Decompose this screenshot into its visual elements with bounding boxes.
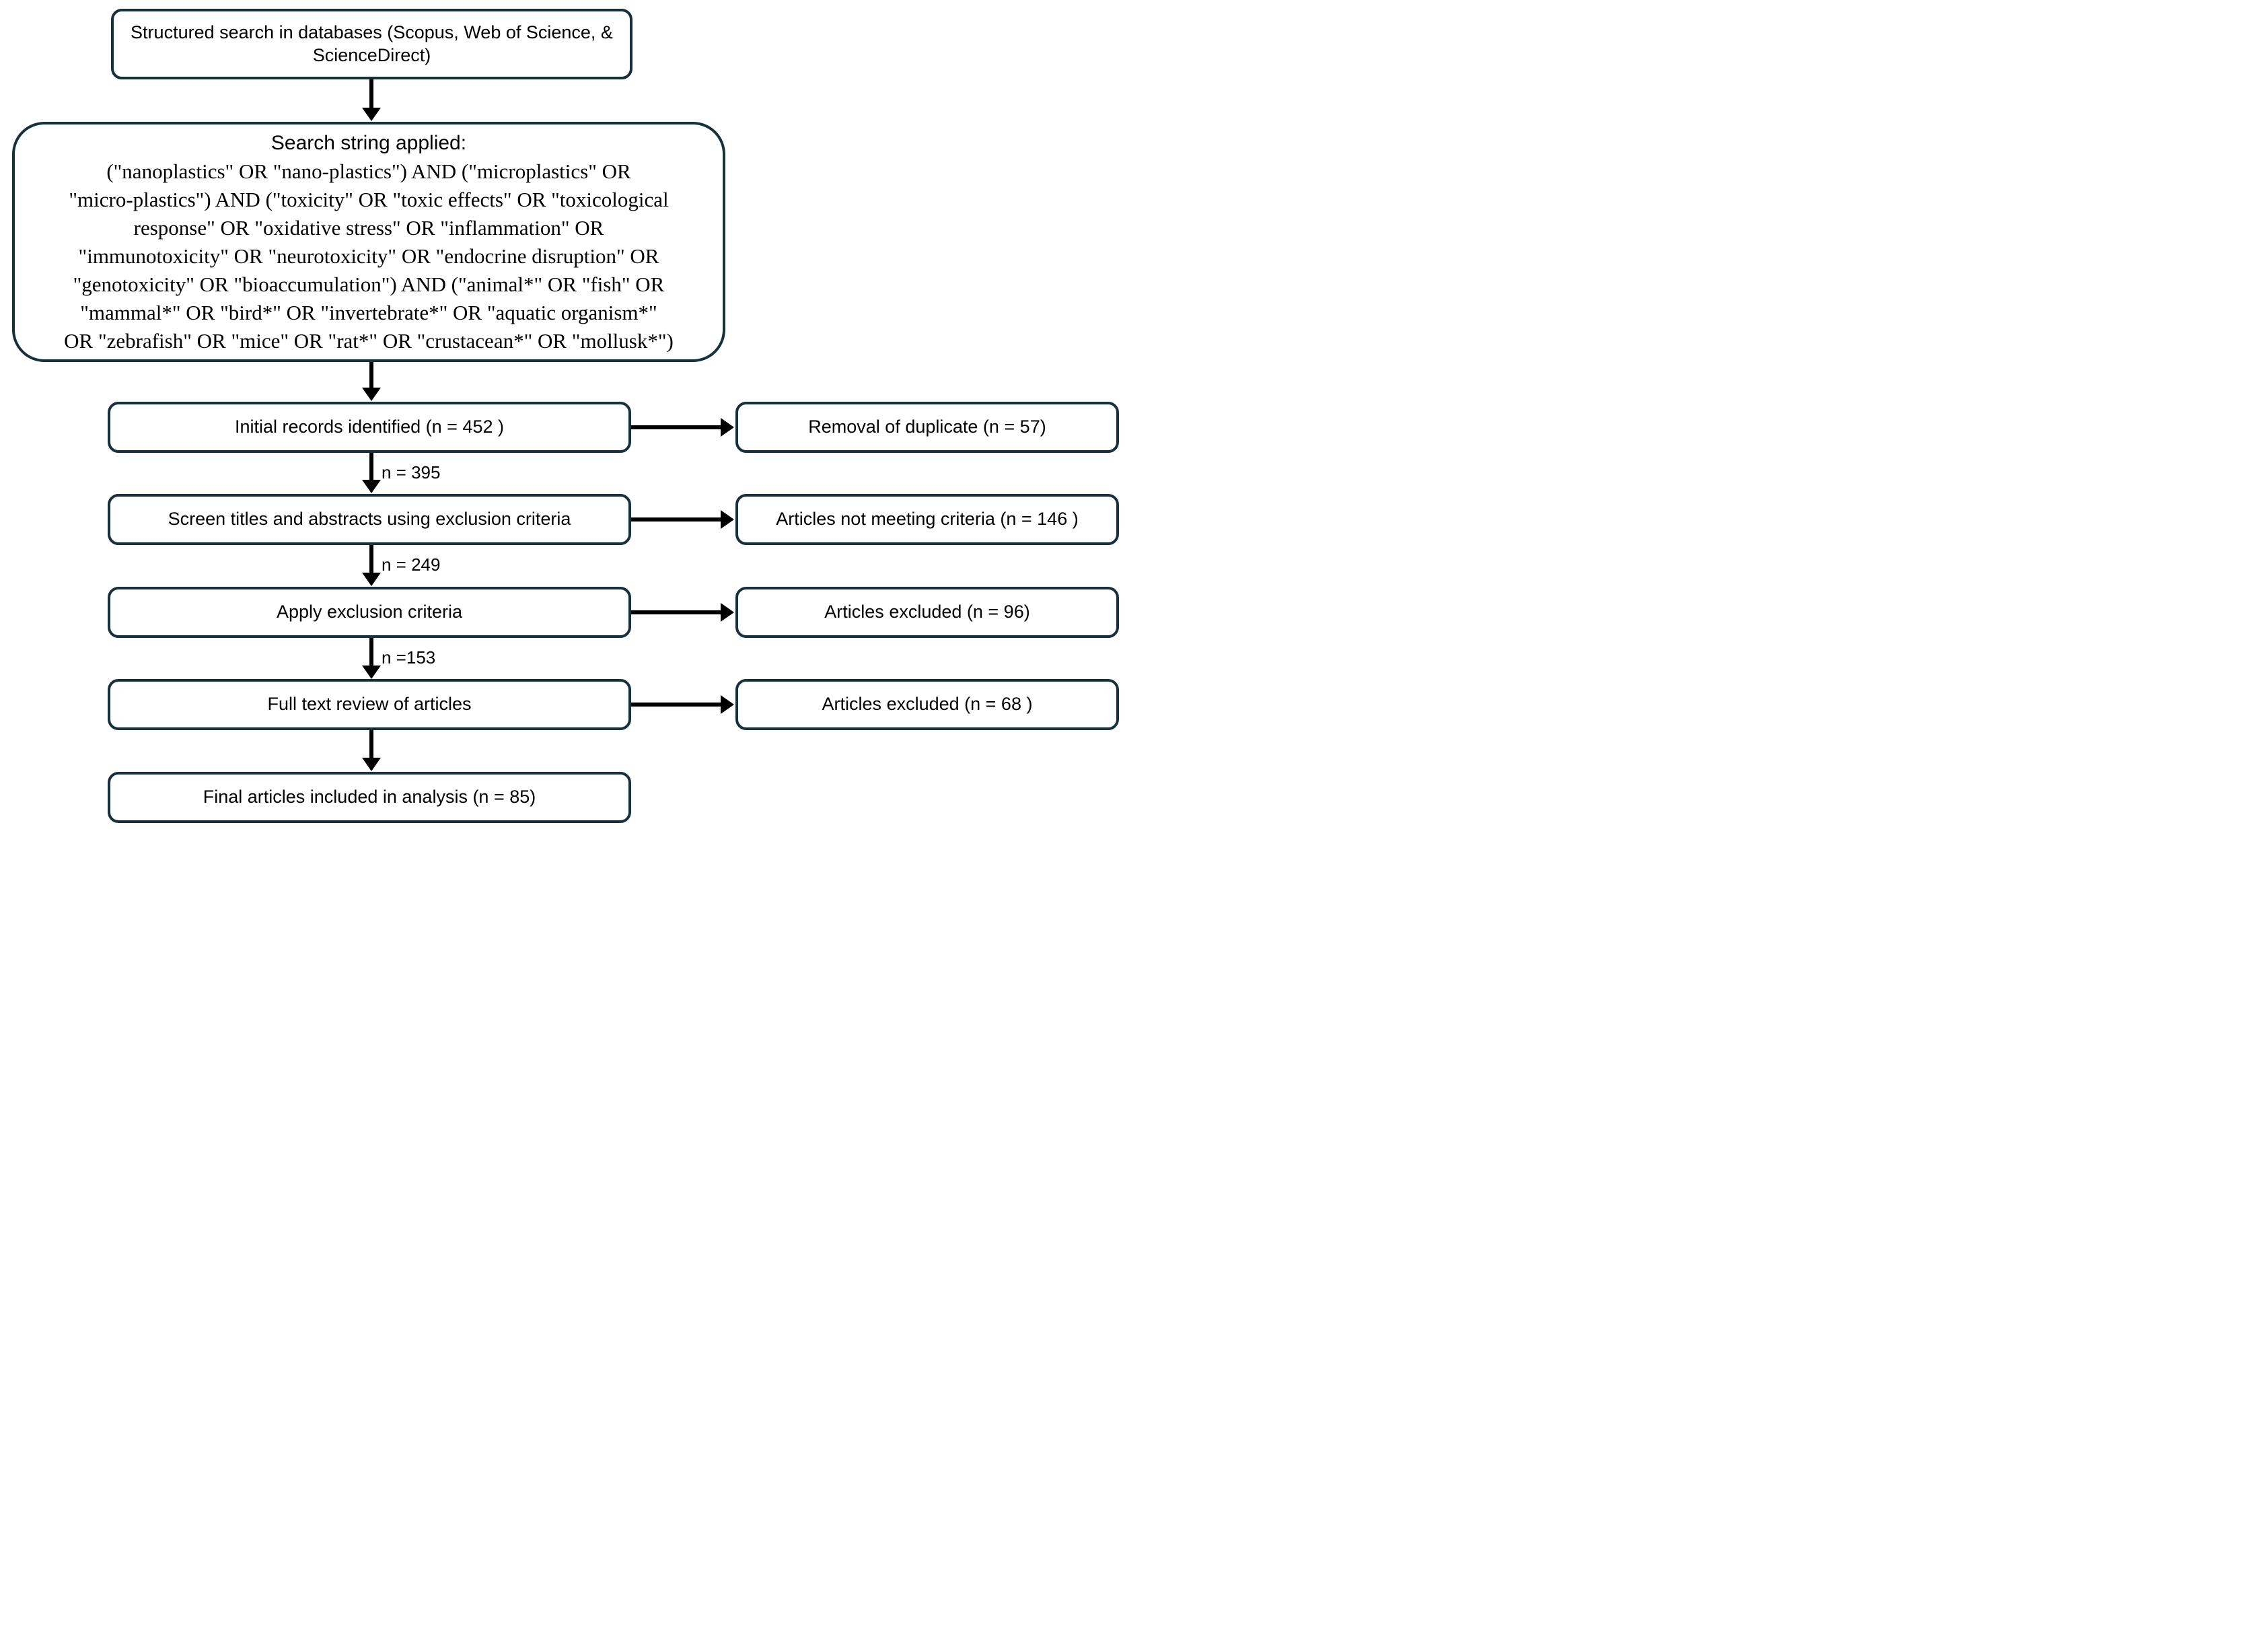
full-text-review-label: Full text review of articles <box>267 694 472 715</box>
search-string-box: Search string applied: ("nanoplastics" O… <box>12 122 725 362</box>
search-string-heading: Search string applied: <box>270 131 467 154</box>
arrow-shaft <box>369 453 373 480</box>
arrow-shaft <box>369 545 373 573</box>
structured-search-box: Structured search in databases (Scopus, … <box>111 9 632 79</box>
arrow-head-icon <box>721 603 734 622</box>
initial-records-box: Initial records identified (n = 452 ) <box>108 402 631 453</box>
arrow-shaft <box>369 638 373 666</box>
arrow-shaft <box>631 425 721 429</box>
articles-excluded-fulltext-box: Articles excluded (n = 68 ) <box>735 679 1119 730</box>
arrow-head-icon <box>362 108 381 121</box>
final-articles-label: Final articles included in analysis (n =… <box>203 787 536 807</box>
arrow-head-icon <box>362 758 381 771</box>
arrow-head-icon <box>362 480 381 493</box>
arrow-shaft <box>369 730 373 758</box>
initial-records-label: Initial records identified (n = 452 ) <box>235 417 504 437</box>
edge-label-n249: n = 249 <box>382 554 441 575</box>
screen-titles-box: Screen titles and abstracts using exclus… <box>108 494 631 545</box>
removal-duplicates-label: Removal of duplicate (n = 57) <box>808 417 1046 437</box>
arrow-head-icon <box>721 695 734 714</box>
articles-excluded-apply-label: Articles excluded (n = 96) <box>824 602 1030 622</box>
arrow-shaft <box>631 703 721 707</box>
arrow-head-icon <box>362 666 381 679</box>
removal-duplicates-box: Removal of duplicate (n = 57) <box>735 402 1119 453</box>
arrow-shaft <box>631 517 721 522</box>
arrow-head-icon <box>362 388 381 401</box>
arrow-shaft <box>369 362 373 389</box>
apply-exclusion-label: Apply exclusion criteria <box>276 602 463 622</box>
articles-excluded-apply-box: Articles excluded (n = 96) <box>735 587 1119 638</box>
full-text-review-box: Full text review of articles <box>108 679 631 730</box>
arrow-shaft <box>369 79 373 109</box>
articles-not-meeting-box: Articles not meeting criteria (n = 146 ) <box>735 494 1119 545</box>
edge-label-n395: n = 395 <box>382 462 441 482</box>
final-articles-box: Final articles included in analysis (n =… <box>108 772 631 823</box>
articles-excluded-fulltext-label: Articles excluded (n = 68 ) <box>822 694 1033 715</box>
arrow-head-icon <box>721 510 734 529</box>
screen-titles-label: Screen titles and abstracts using exclus… <box>168 509 571 530</box>
arrow-shaft <box>631 610 721 614</box>
arrow-head-icon <box>362 573 381 586</box>
arrow-head-icon <box>721 418 734 437</box>
prisma-flowchart: Structured search in databases (Scopus, … <box>0 0 1121 826</box>
articles-not-meeting-label: Articles not meeting criteria (n = 146 ) <box>776 509 1079 530</box>
apply-exclusion-box: Apply exclusion criteria <box>108 587 631 638</box>
search-string-body: ("nanoplastics" OR "nano-plastics") AND … <box>64 159 674 353</box>
structured-search-label: Structured search in databases (Scopus, … <box>131 22 613 65</box>
edge-label-n153: n =153 <box>382 647 436 668</box>
